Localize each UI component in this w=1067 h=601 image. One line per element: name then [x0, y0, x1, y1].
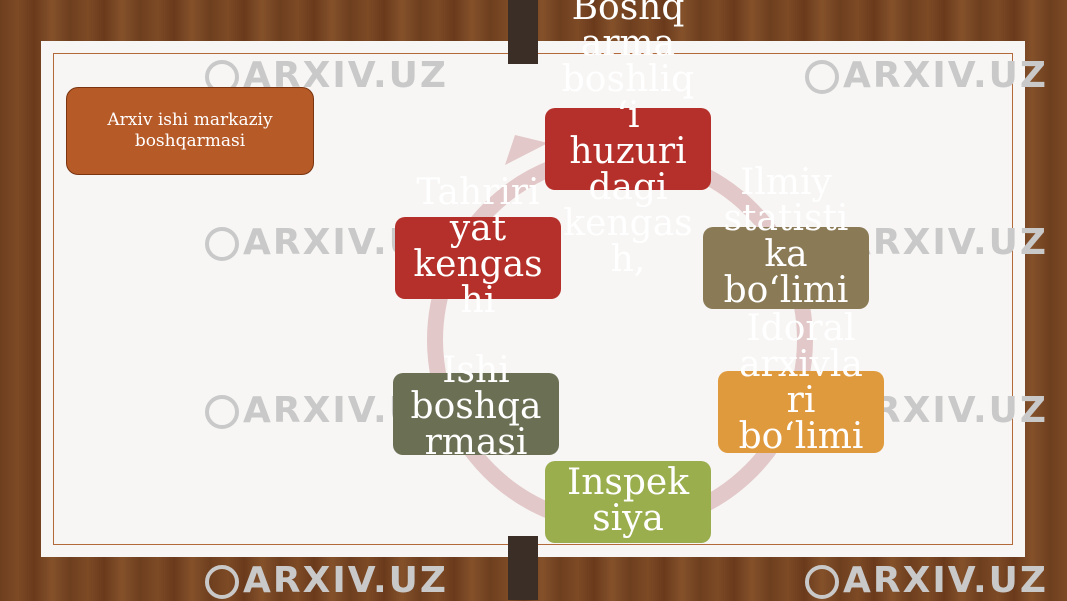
node-ilmiy-statistika: Ilmiy statisti ka bo‘limi [703, 165, 869, 309]
top-clip [508, 0, 538, 64]
node-kengash-label: Boshq arma boshliq ‘i huzuri dagi kengas… [561, 0, 695, 280]
node-inspeksiya-label: Inspek siya [566, 462, 690, 539]
node-idoraviy-arxivlar-label: Idoral arxivla ri bo‘limi [738, 308, 864, 457]
cycle-arrow-head [505, 135, 548, 165]
title-box: Arxiv ishi markaziy boshqarmasi [66, 87, 314, 175]
watermark: ARXIV.UZ [805, 55, 1048, 96]
node-tahririyat-kengashi-label: Tahriri yat kengas hi [413, 172, 543, 321]
watermark: ARXIV.UZ [205, 560, 448, 601]
node-ilmiy-statistika-label: Ilmiy statisti ka bo‘limi [723, 162, 849, 311]
node-tahririyat-kengashi: Tahriri yat kengas hi [395, 175, 561, 319]
bottom-clip [508, 536, 538, 600]
node-inspeksiya: Inspek siya [545, 461, 711, 543]
node-idoraviy-arxivlar: Idoral arxivla ri bo‘limi [718, 311, 884, 455]
node-ishi-boshqarmasi: Ishi boshqa rmasi [393, 353, 559, 461]
node-ishi-boshqarmasi-label: Ishi boshqa rmasi [410, 350, 542, 463]
watermark: ARXIV.UZ [805, 560, 1048, 601]
node-kengash: Boshq arma boshliq ‘i huzuri dagi kengas… [545, 0, 711, 278]
